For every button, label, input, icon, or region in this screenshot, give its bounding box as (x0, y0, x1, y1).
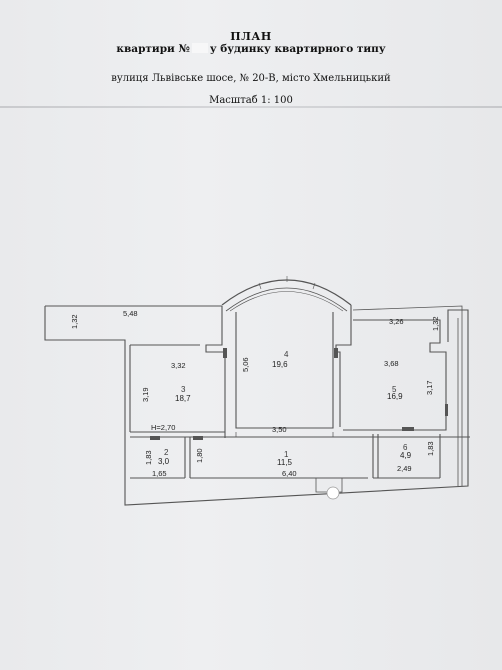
dim-132-right: 1,32 (431, 316, 440, 331)
room-number-5: 5 (392, 385, 397, 394)
room-area-1: 11,5 (277, 458, 293, 467)
room-area-5: 16,9 (387, 392, 403, 401)
outer-wall (44, 305, 469, 506)
living-room-walls (235, 312, 334, 429)
building-type-label: у будинку квартирного типу (209, 43, 386, 55)
room-number-4: 4 (284, 350, 289, 359)
address-line: вулиця Львівське шосе, № 20-В, місто Хме… (111, 73, 391, 84)
left-bedroom-wall (205, 306, 226, 438)
room-area-4: 19,6 (272, 360, 288, 369)
dim-319: 3,19 (141, 387, 150, 402)
dim-317: 3,17 (425, 380, 434, 395)
dim-249: 2,49 (397, 464, 412, 473)
room-number-2: 2 (164, 448, 169, 457)
dim-183-left: 1,83 (144, 450, 153, 465)
right-bedroom-walls (343, 319, 447, 431)
redacted-number (191, 43, 208, 53)
dim-326: 3,26 (389, 317, 404, 326)
room-area-3: 18,7 (175, 394, 191, 403)
entrance-marker (326, 486, 340, 500)
dim-180: 1,80 (195, 448, 204, 463)
room-number-3: 3 (181, 385, 186, 394)
right-balcony (352, 305, 463, 486)
corridor-walls (130, 431, 470, 479)
inner-wall-left (129, 344, 200, 432)
room-area-6: 4,9 (400, 451, 412, 460)
dim-350: 3,50 (272, 425, 287, 434)
dim-368: 3,68 (384, 359, 399, 368)
dim-183-right: 1,83 (426, 441, 435, 456)
apartment-label: квартири № (116, 43, 190, 55)
dim-165: 1,65 (152, 469, 167, 478)
dim-506: 5,06 (241, 357, 250, 372)
room-area-2: 3,0 (158, 457, 170, 466)
document-title: ПЛАН (230, 30, 272, 43)
dim-548: 5,48 (123, 309, 138, 318)
dim-132-left: 1,32 (70, 314, 79, 329)
ceiling-height: H=2,70 (151, 423, 175, 432)
apartment-line: квартири № у будинку квартирного типу (0, 43, 502, 55)
dim-640: 6,40 (282, 469, 297, 478)
room-number-1: 1 (284, 450, 289, 459)
paper-fold-line (0, 106, 502, 108)
room-number-6: 6 (403, 443, 408, 452)
dim-332: 3,32 (171, 361, 186, 370)
scale-line: Масштаб 1: 100 (209, 95, 293, 106)
